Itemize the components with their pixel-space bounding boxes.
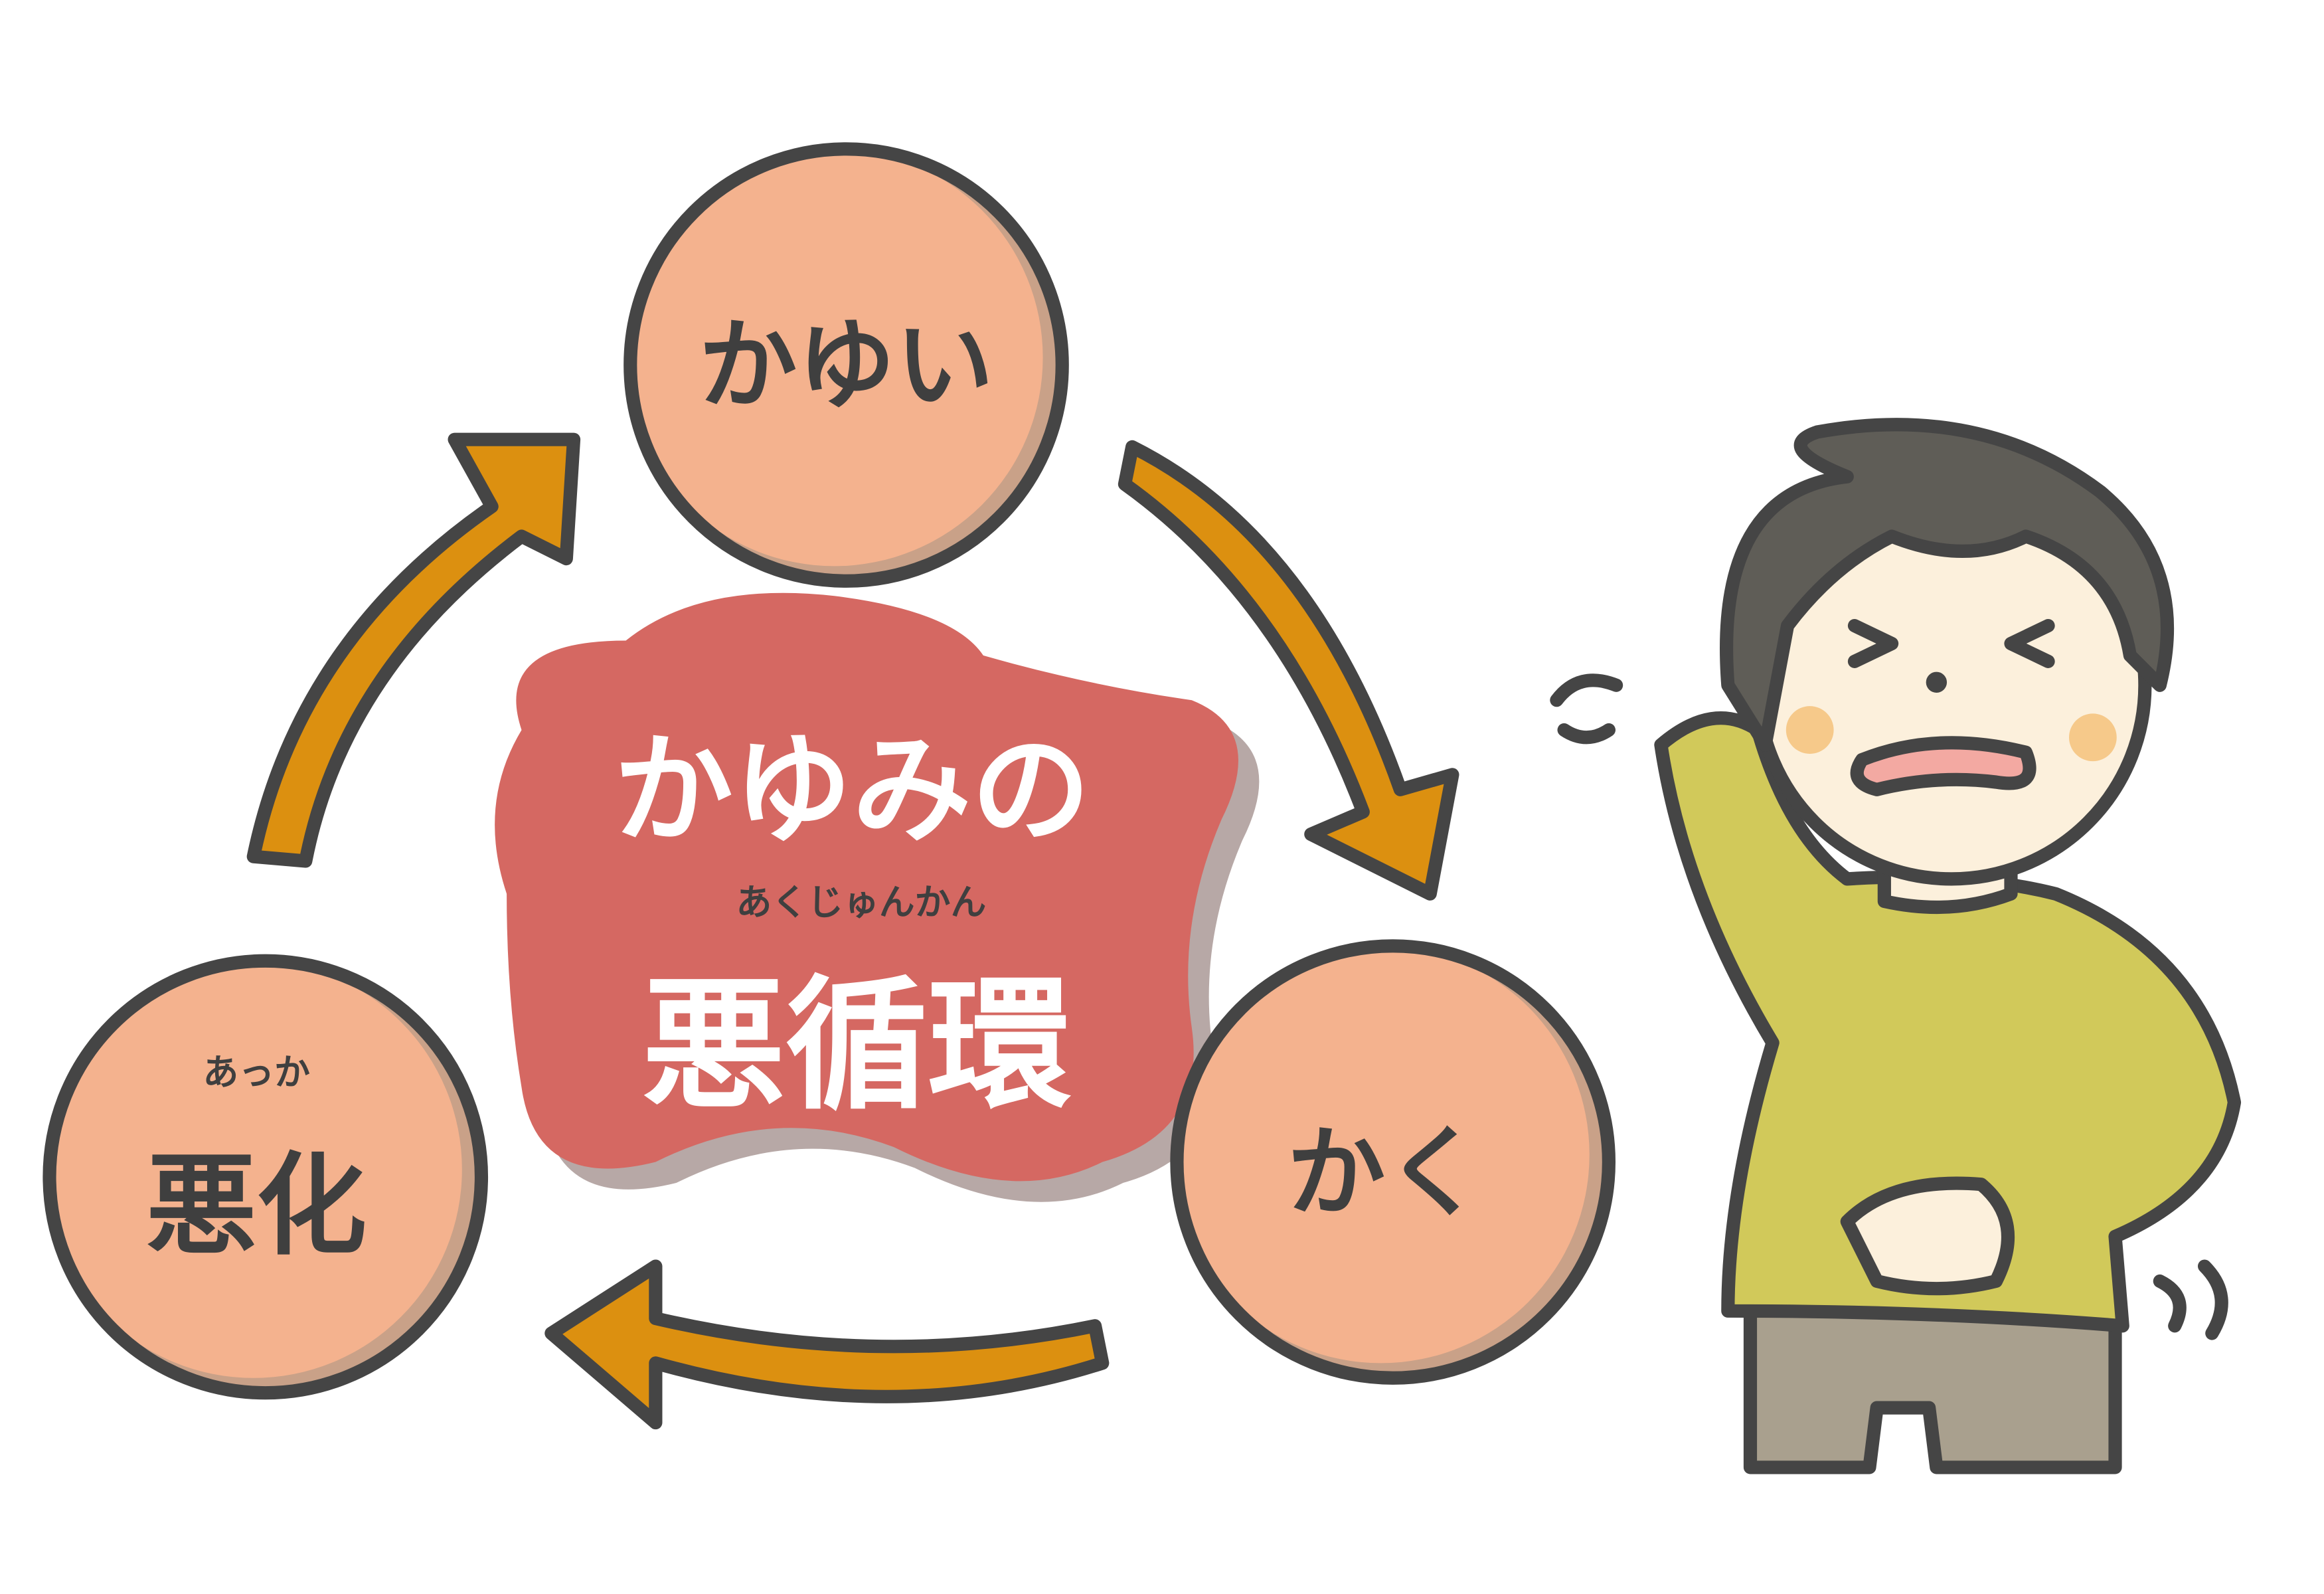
node-ruby: あっか xyxy=(203,1051,311,1093)
arrow-worsen-to-itch xyxy=(246,432,581,868)
center-subtitle: 悪循環 xyxy=(642,962,1072,1129)
node-itchy: かゆい xyxy=(623,142,1069,588)
center-blob: かゆみの あくじゅんかん 悪循環 xyxy=(495,592,1260,1202)
node-worsen: あっか 悪化 xyxy=(42,954,489,1400)
node-label: かく xyxy=(1287,1116,1483,1230)
arrow-scratch-to-worsen xyxy=(544,1259,1110,1430)
arrow-itch-to-scratch xyxy=(1118,440,1459,901)
node-label: かゆい xyxy=(699,308,993,422)
center-title: かゆみの xyxy=(614,721,1091,860)
center-subtitle-ruby: あくじゅんかん xyxy=(736,881,987,923)
person-scratching-illustration xyxy=(1550,418,2242,1474)
node-scratch: かく xyxy=(1170,939,1616,1385)
node-label: 悪化 xyxy=(146,1142,367,1271)
